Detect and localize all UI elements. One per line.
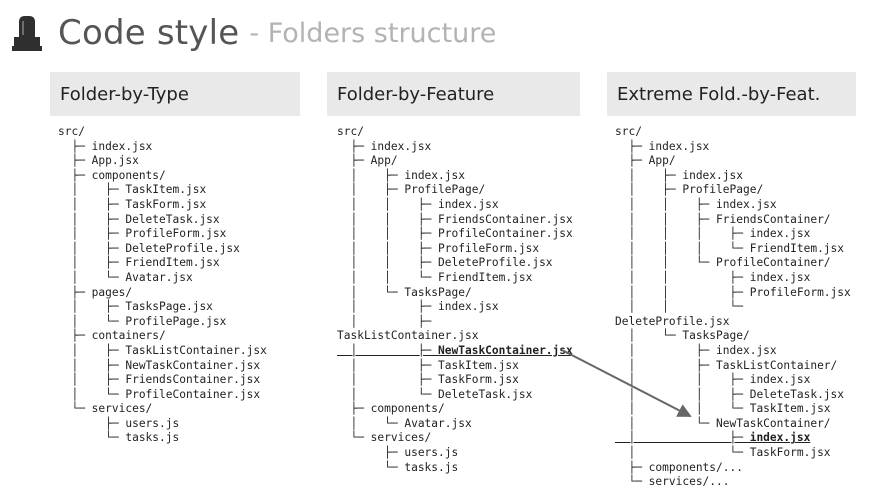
tree-line: └─ tasks.js (58, 431, 180, 445)
tree-extreme-folder-by-feature: src/ ├─ index.jsx ├─ App/ │ ├─ index.jsx… (615, 125, 851, 487)
tree-line: │ ├─ ProfileForm.jsx (58, 227, 227, 241)
tree-line: │ └─ Avatar.jsx (58, 270, 193, 284)
tree-line: │ ├─ TaskItem.jsx (337, 358, 519, 372)
tree-line: │ └─ ProfilePage.jsx (58, 314, 227, 328)
tree-line: └─ services/ (58, 402, 153, 416)
page-subtitle: - Folders structure (249, 17, 497, 49)
tombstone-logo-icon (12, 16, 42, 51)
tree-line: │ │ ├─ FriendsContainer/ (615, 212, 831, 226)
tree-line: ├─ index.jsx (58, 139, 153, 153)
tree-line: │ ├─ DeleteTask.jsx (58, 212, 220, 226)
tree-line: │ │ ├─ ProfileForm.jsx (337, 241, 540, 255)
tree-line: │ ├─ FriendsContainer.jsx (58, 373, 261, 387)
tree-line: │ ├─ index.jsx (615, 431, 811, 445)
tree-line: │ ├─ index.jsx (337, 300, 499, 314)
tree-line: │ └─ NewTaskContainer/ (615, 416, 831, 430)
tree-line: │ ├─ FriendItem.jsx (58, 256, 220, 270)
tree-line: │ ├─ TaskListContainer.jsx (58, 343, 267, 357)
tree-line: │ │ ├─ index.jsx (615, 197, 777, 211)
tree-line: │ ├─ TaskItem.jsx (58, 183, 207, 197)
tree-line: ├─ pages/ (58, 285, 133, 299)
tree-line: ├─ App/ (615, 154, 676, 168)
tree-line: ├─ App/ (337, 154, 398, 168)
column-header-extreme-folder-by-feature: Extreme Fold.-by-Feat. (607, 72, 856, 116)
tree-folder-by-feature: src/ ├─ index.jsx ├─ App/ │ ├─ index.jsx… (337, 125, 573, 475)
tree-line: │ ├─ index.jsx (337, 168, 465, 182)
tree-line: │ ├─ TasksPage.jsx (58, 300, 213, 314)
tree-line: │ │ ├─ ProfileForm.jsx (615, 285, 851, 299)
tree-line: │ └─ Avatar.jsx (337, 416, 472, 430)
tree-line: │ │ ├─ index.jsx (615, 270, 811, 284)
tree-line: DeleteProfile.jsx (615, 314, 730, 328)
tree-line: │ │ ├─ FriendsContainer.jsx (337, 212, 573, 226)
tree-line: └─ tasks.js (337, 460, 459, 474)
tree-line: │ ├─ DeleteProfile.jsx (58, 241, 240, 255)
tree-line: ├─ components/ (337, 402, 445, 416)
tree-line: └─ services/ (337, 431, 432, 445)
tree-line: │ ├─ TaskForm.jsx (337, 373, 519, 387)
tree-line: ├─ components/... (615, 460, 743, 474)
tree-line: │ └─ TasksPage/ (615, 329, 750, 343)
tree-line: │ └─ ProfileContainer.jsx (58, 387, 261, 401)
tree-line: │ │ └─ TaskItem.jsx (615, 402, 831, 416)
column-header-folder-by-feature: Folder-by-Feature (327, 72, 580, 116)
tree-line: src/ (58, 125, 85, 138)
slide-header: Code style - Folders structure (10, 8, 496, 58)
column-header-folder-by-type: Folder-by-Type (50, 72, 300, 116)
tree-line: ├─ index.jsx (615, 139, 710, 153)
tree-line: │ ├─ index.jsx (615, 168, 743, 182)
tree-line: │ │ └─ (615, 300, 743, 314)
tree-line: ├─ users.js (58, 416, 180, 430)
tree-line: │ └─ TaskForm.jsx (615, 446, 831, 460)
tree-line: │ │ ├─ DeleteProfile.jsx (337, 256, 553, 270)
tree-line: ├─ App.jsx (58, 154, 139, 168)
tree-line: │ ├─ TaskForm.jsx (58, 197, 207, 211)
tree-line: │ ├─ ProfilePage/ (615, 183, 764, 197)
tree-line: │ │ │ ├─ index.jsx (615, 227, 811, 241)
tree-line: │ ├─ index.jsx (615, 343, 777, 357)
tree-folder-by-type: src/ ├─ index.jsx ├─ App.jsx ├─ componen… (58, 125, 267, 446)
tree-line: ├─ containers/ (58, 329, 166, 343)
tree-line: │ │ └─ ProfileContainer/ (615, 256, 831, 270)
tree-line: │ ├─ ProfilePage/ (337, 183, 486, 197)
tree-line: │ ├─ (337, 314, 432, 328)
tree-line: │ │ ├─ DeleteTask.jsx (615, 387, 845, 401)
page-title: Code style (58, 13, 240, 53)
tree-line: │ ├─ NewTaskContainer.jsx (337, 343, 573, 357)
tree-line: │ │ ├─ ProfileContainer.jsx (337, 227, 573, 241)
tree-line: │ │ │ └─ FriendItem.jsx (615, 241, 845, 255)
tree-line: │ │ ├─ index.jsx (615, 373, 811, 387)
tree-line: │ │ └─ FriendItem.jsx (337, 270, 533, 284)
tree-line: │ ├─ TaskListContainer/ (615, 358, 838, 372)
tree-line: │ └─ TasksPage/ (337, 285, 472, 299)
tree-line: src/ (615, 125, 642, 138)
tree-line: ├─ users.js (337, 446, 459, 460)
tree-line: ├─ components/ (58, 168, 166, 182)
tree-line: src/ (337, 125, 364, 138)
tree-line: ├─ index.jsx (337, 139, 432, 153)
tree-line: └─ services/... (615, 475, 730, 487)
tree-line: TaskListContainer.jsx (337, 329, 479, 343)
tree-line: │ ├─ NewTaskContainer.jsx (58, 358, 261, 372)
tree-line: │ └─ DeleteTask.jsx (337, 387, 533, 401)
tree-line: │ │ ├─ index.jsx (337, 197, 499, 211)
